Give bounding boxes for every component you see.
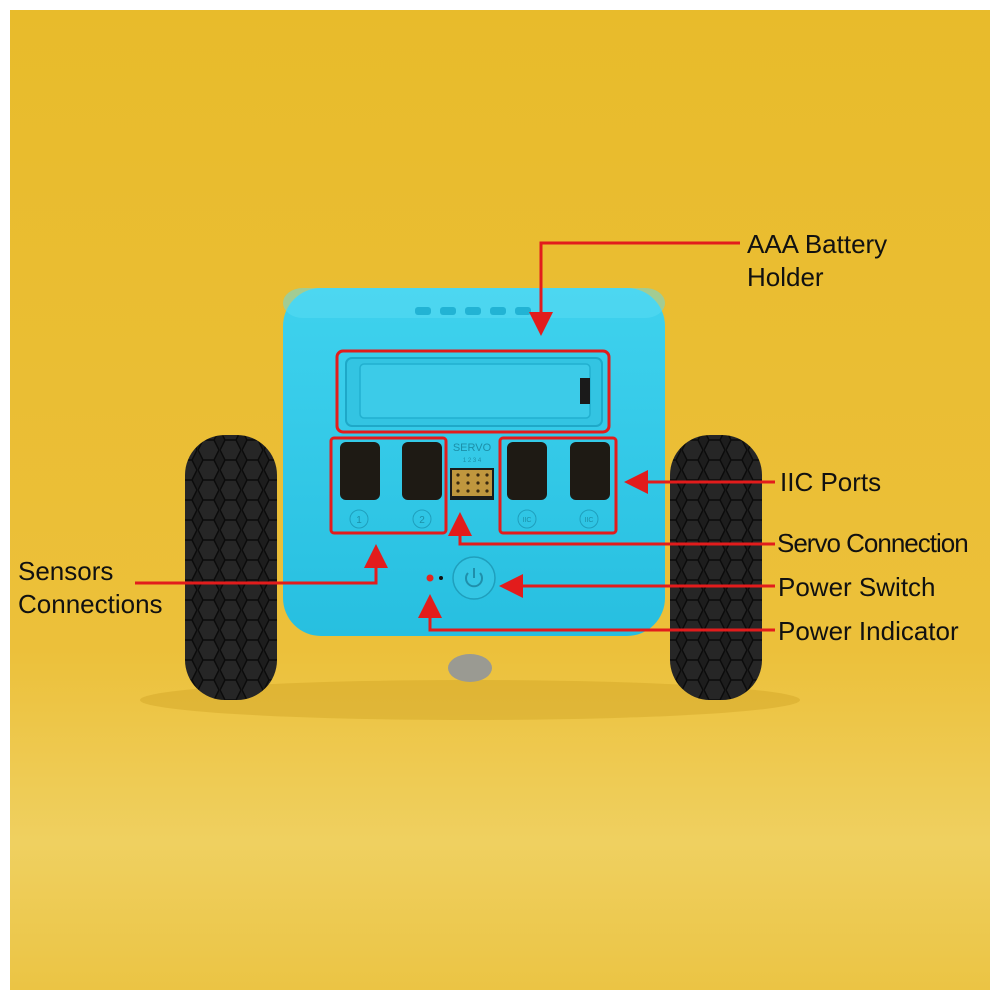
battery-holder	[345, 357, 603, 427]
power-switch-label: Power Switch	[778, 572, 936, 602]
servo-connector	[450, 468, 494, 500]
annotation-boxes	[329, 349, 618, 535]
port-label-iic-1: IIC	[523, 517, 532, 524]
sensor-port-1	[340, 442, 380, 500]
sensors-label-line1: Sensors	[18, 556, 113, 586]
led-dot	[439, 576, 443, 580]
annotation-arrows	[135, 241, 775, 632]
battery-holder-label-line2: Holder	[747, 262, 824, 292]
servo-connection-label: Servo Connection	[777, 528, 968, 558]
sensor-port-2	[402, 442, 442, 500]
port-label-iic-2: IIC	[585, 517, 594, 524]
left-wheel	[185, 435, 277, 700]
power-icon	[465, 568, 483, 588]
iic-ports-label: IIC Ports	[780, 467, 881, 497]
port-label-1: 1	[356, 515, 362, 526]
iic-port-2	[570, 442, 610, 500]
iic-port-1	[507, 442, 547, 500]
port-label-2: 2	[419, 515, 425, 526]
battery-holder-label-line1: AAA Battery	[747, 229, 887, 259]
servo-label: SERVO	[453, 442, 492, 454]
right-wheel	[670, 435, 762, 700]
servo-pin-numbers: 1 2 3 4	[463, 458, 482, 464]
shadow	[140, 680, 800, 720]
sensors-label-line2: Connections	[18, 589, 163, 619]
power-led-icon	[426, 574, 434, 582]
power-button[interactable]	[452, 556, 496, 600]
power-indicator-label: Power Indicator	[778, 616, 959, 646]
